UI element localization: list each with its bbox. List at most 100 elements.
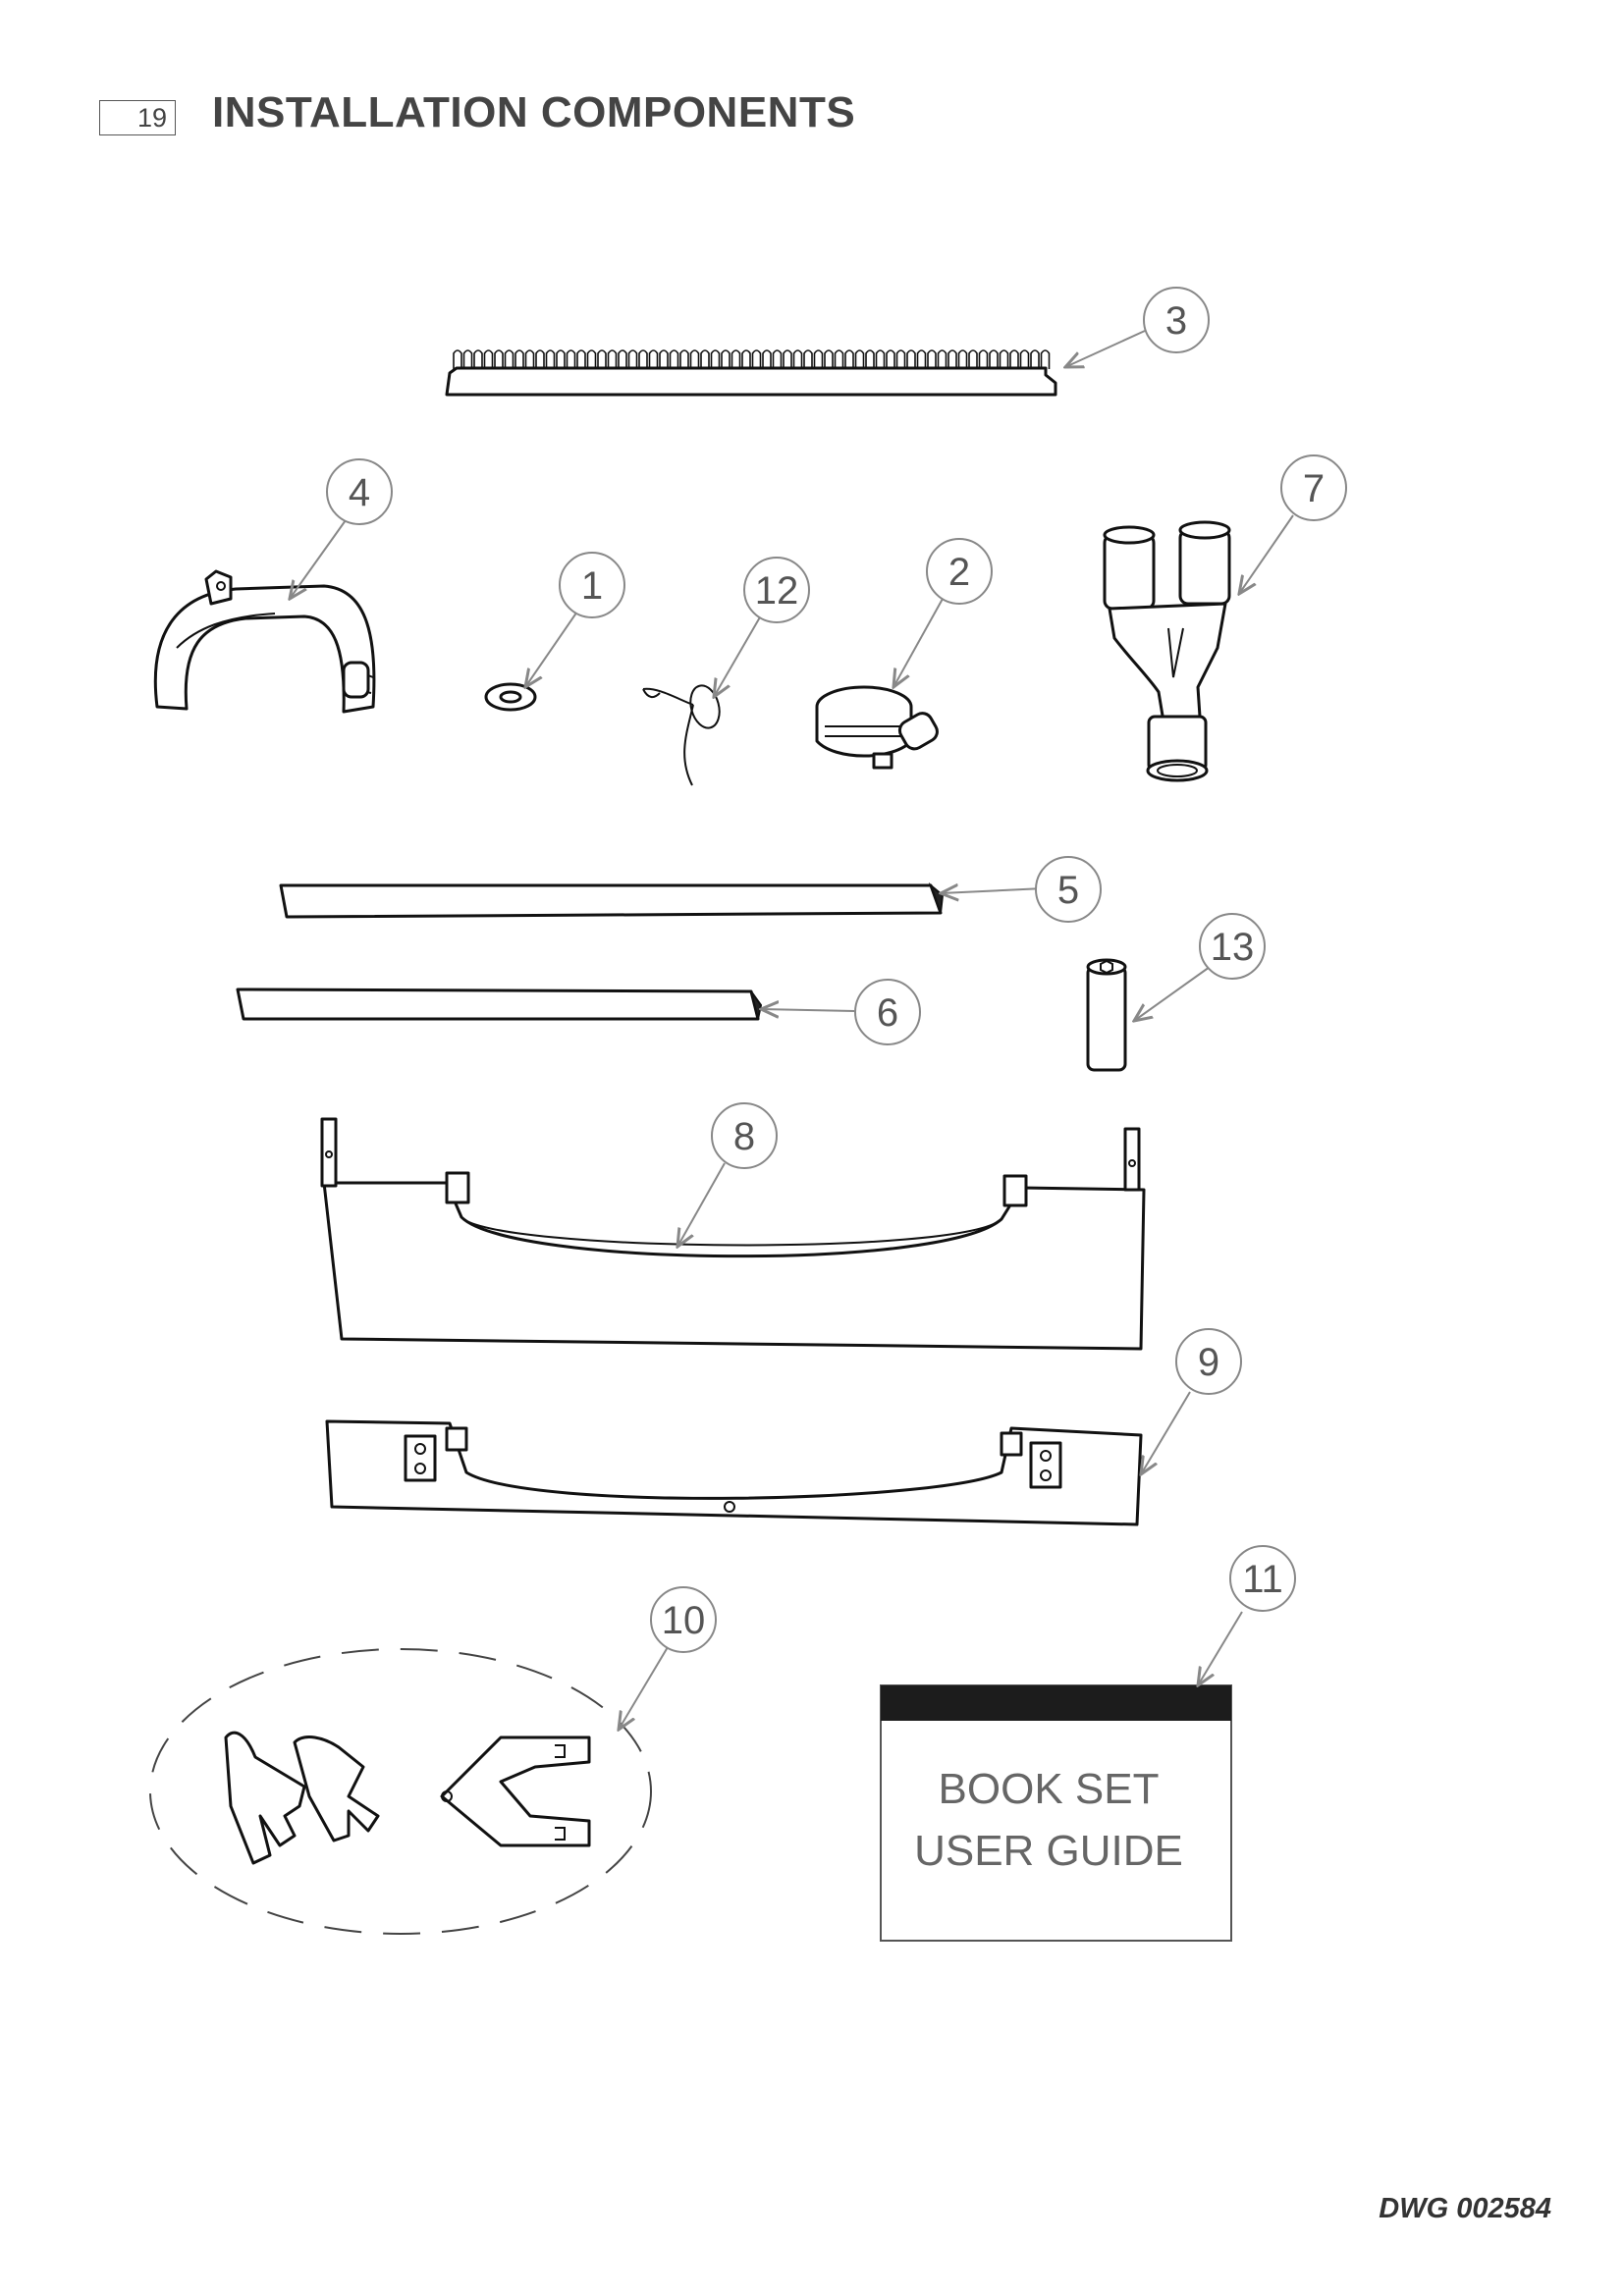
- page-title: INSTALLATION COMPONENTS: [212, 88, 856, 136]
- callout-8: 8: [711, 1102, 778, 1169]
- comb-tooth: [999, 349, 1009, 369]
- comb-tooth: [916, 349, 927, 369]
- callout-5: 5: [1035, 856, 1102, 923]
- leader-lines: [290, 330, 1294, 1730]
- callout-7: 7: [1280, 454, 1347, 521]
- comb-tooth: [978, 349, 989, 369]
- comb-tooth: [937, 349, 947, 369]
- svg-text:5: 5: [1057, 869, 1079, 912]
- svg-text:12: 12: [755, 569, 799, 613]
- callout-2: 2: [926, 538, 993, 605]
- comb-tooth: [514, 349, 524, 369]
- comb-tooth: [813, 349, 824, 369]
- part-3-comb-strip: [445, 349, 1057, 397]
- comb-tooth: [824, 349, 834, 369]
- comb-tooth: [483, 349, 494, 369]
- comb-tooth: [524, 349, 535, 369]
- part-11-book: BOOK SET USER GUIDE: [880, 1684, 1232, 1942]
- part-1-washer: [484, 682, 537, 712]
- comb-tooth: [638, 349, 648, 369]
- comb-tooth: [494, 349, 504, 369]
- comb-tooth: [834, 349, 844, 369]
- comb-tooth: [968, 349, 978, 369]
- comb-tooth: [659, 349, 669, 369]
- callout-1: 1: [559, 552, 625, 618]
- comb-tooth: [772, 349, 783, 369]
- svg-text:11: 11: [1242, 1558, 1283, 1601]
- comb-tooth: [783, 349, 792, 369]
- comb-tooth: [751, 349, 762, 369]
- callout-4: 4: [326, 458, 393, 525]
- comb-tooth: [535, 349, 545, 369]
- comb-tooth: [545, 349, 556, 369]
- drawing-number: DWG 002584: [1379, 2193, 1551, 2224]
- svg-text:8: 8: [733, 1115, 755, 1158]
- callout-13: 13: [1199, 913, 1266, 980]
- callout-3: 3: [1143, 287, 1210, 353]
- callout-6: 6: [854, 979, 921, 1045]
- book-label-line-2: USER GUIDE: [914, 1827, 1183, 1875]
- comb-tooth: [854, 349, 865, 369]
- comb-tooth: [875, 349, 886, 369]
- comb-tooth: [906, 349, 916, 369]
- part-9-lower-panel: [325, 1419, 1143, 1526]
- part-5-strip: [279, 881, 945, 919]
- part-2-hose-clamp: [815, 685, 939, 770]
- comb-tooth: [453, 349, 462, 369]
- comb-tooth: [607, 349, 618, 369]
- comb-tooth: [886, 349, 895, 369]
- comb-tooth: [627, 349, 638, 369]
- comb-tooth: [865, 349, 875, 369]
- svg-text:6: 6: [877, 991, 898, 1035]
- comb-tooth: [462, 349, 473, 369]
- comb-tooth: [1019, 349, 1030, 369]
- comb-tooth: [927, 349, 937, 369]
- comb-tooth: [700, 349, 710, 369]
- comb-tooth: [947, 349, 957, 369]
- comb-tooth: [1040, 349, 1051, 369]
- comb-tooth: [731, 349, 741, 369]
- comb-tooth: [721, 349, 731, 369]
- comb-tooth: [1009, 349, 1019, 369]
- comb-tooth: [957, 349, 968, 369]
- comb-tooth: [504, 349, 514, 369]
- part-7-y-connector: [1103, 520, 1231, 782]
- svg-text:9: 9: [1198, 1341, 1219, 1384]
- callout-10: 10: [650, 1586, 717, 1653]
- comb-tooth: [803, 349, 813, 369]
- svg-text:10: 10: [662, 1599, 706, 1642]
- part-8-kickboard: [320, 1117, 1146, 1351]
- part-12-tie-cord: [642, 684, 721, 786]
- svg-text:2: 2: [948, 551, 970, 594]
- comb-tooth: [576, 349, 586, 369]
- svg-text:3: 3: [1165, 299, 1187, 343]
- comb-tooth: [586, 349, 597, 369]
- comb-tooth: [844, 349, 854, 369]
- comb-tooth: [895, 349, 906, 369]
- comb-tooth: [710, 349, 721, 369]
- svg-text:1: 1: [581, 564, 603, 608]
- callout-11: 11: [1229, 1545, 1296, 1612]
- comb-tooth: [989, 349, 999, 369]
- comb-tooth: [792, 349, 803, 369]
- comb-tooth: [1030, 349, 1040, 369]
- comb-tooth: [669, 349, 679, 369]
- comb-tooth: [741, 349, 751, 369]
- part-10-bracket-set: [149, 1648, 652, 1935]
- comb-tooth: [473, 349, 483, 369]
- comb-tooth: [556, 349, 566, 369]
- part-6-strip: [236, 988, 763, 1021]
- comb-tooth: [618, 349, 627, 369]
- comb-tooth: [597, 349, 607, 369]
- page-number: 19: [99, 100, 176, 135]
- svg-text:4: 4: [349, 471, 370, 514]
- callout-12: 12: [743, 557, 810, 623]
- part-13-spacer: [1086, 958, 1127, 1072]
- comb-tooth: [566, 349, 576, 369]
- svg-text:13: 13: [1211, 926, 1255, 969]
- comb-tooth: [762, 349, 772, 369]
- svg-text:7: 7: [1303, 467, 1325, 510]
- book-label-line-1: BOOK SET: [939, 1765, 1160, 1813]
- callout-9: 9: [1175, 1328, 1242, 1395]
